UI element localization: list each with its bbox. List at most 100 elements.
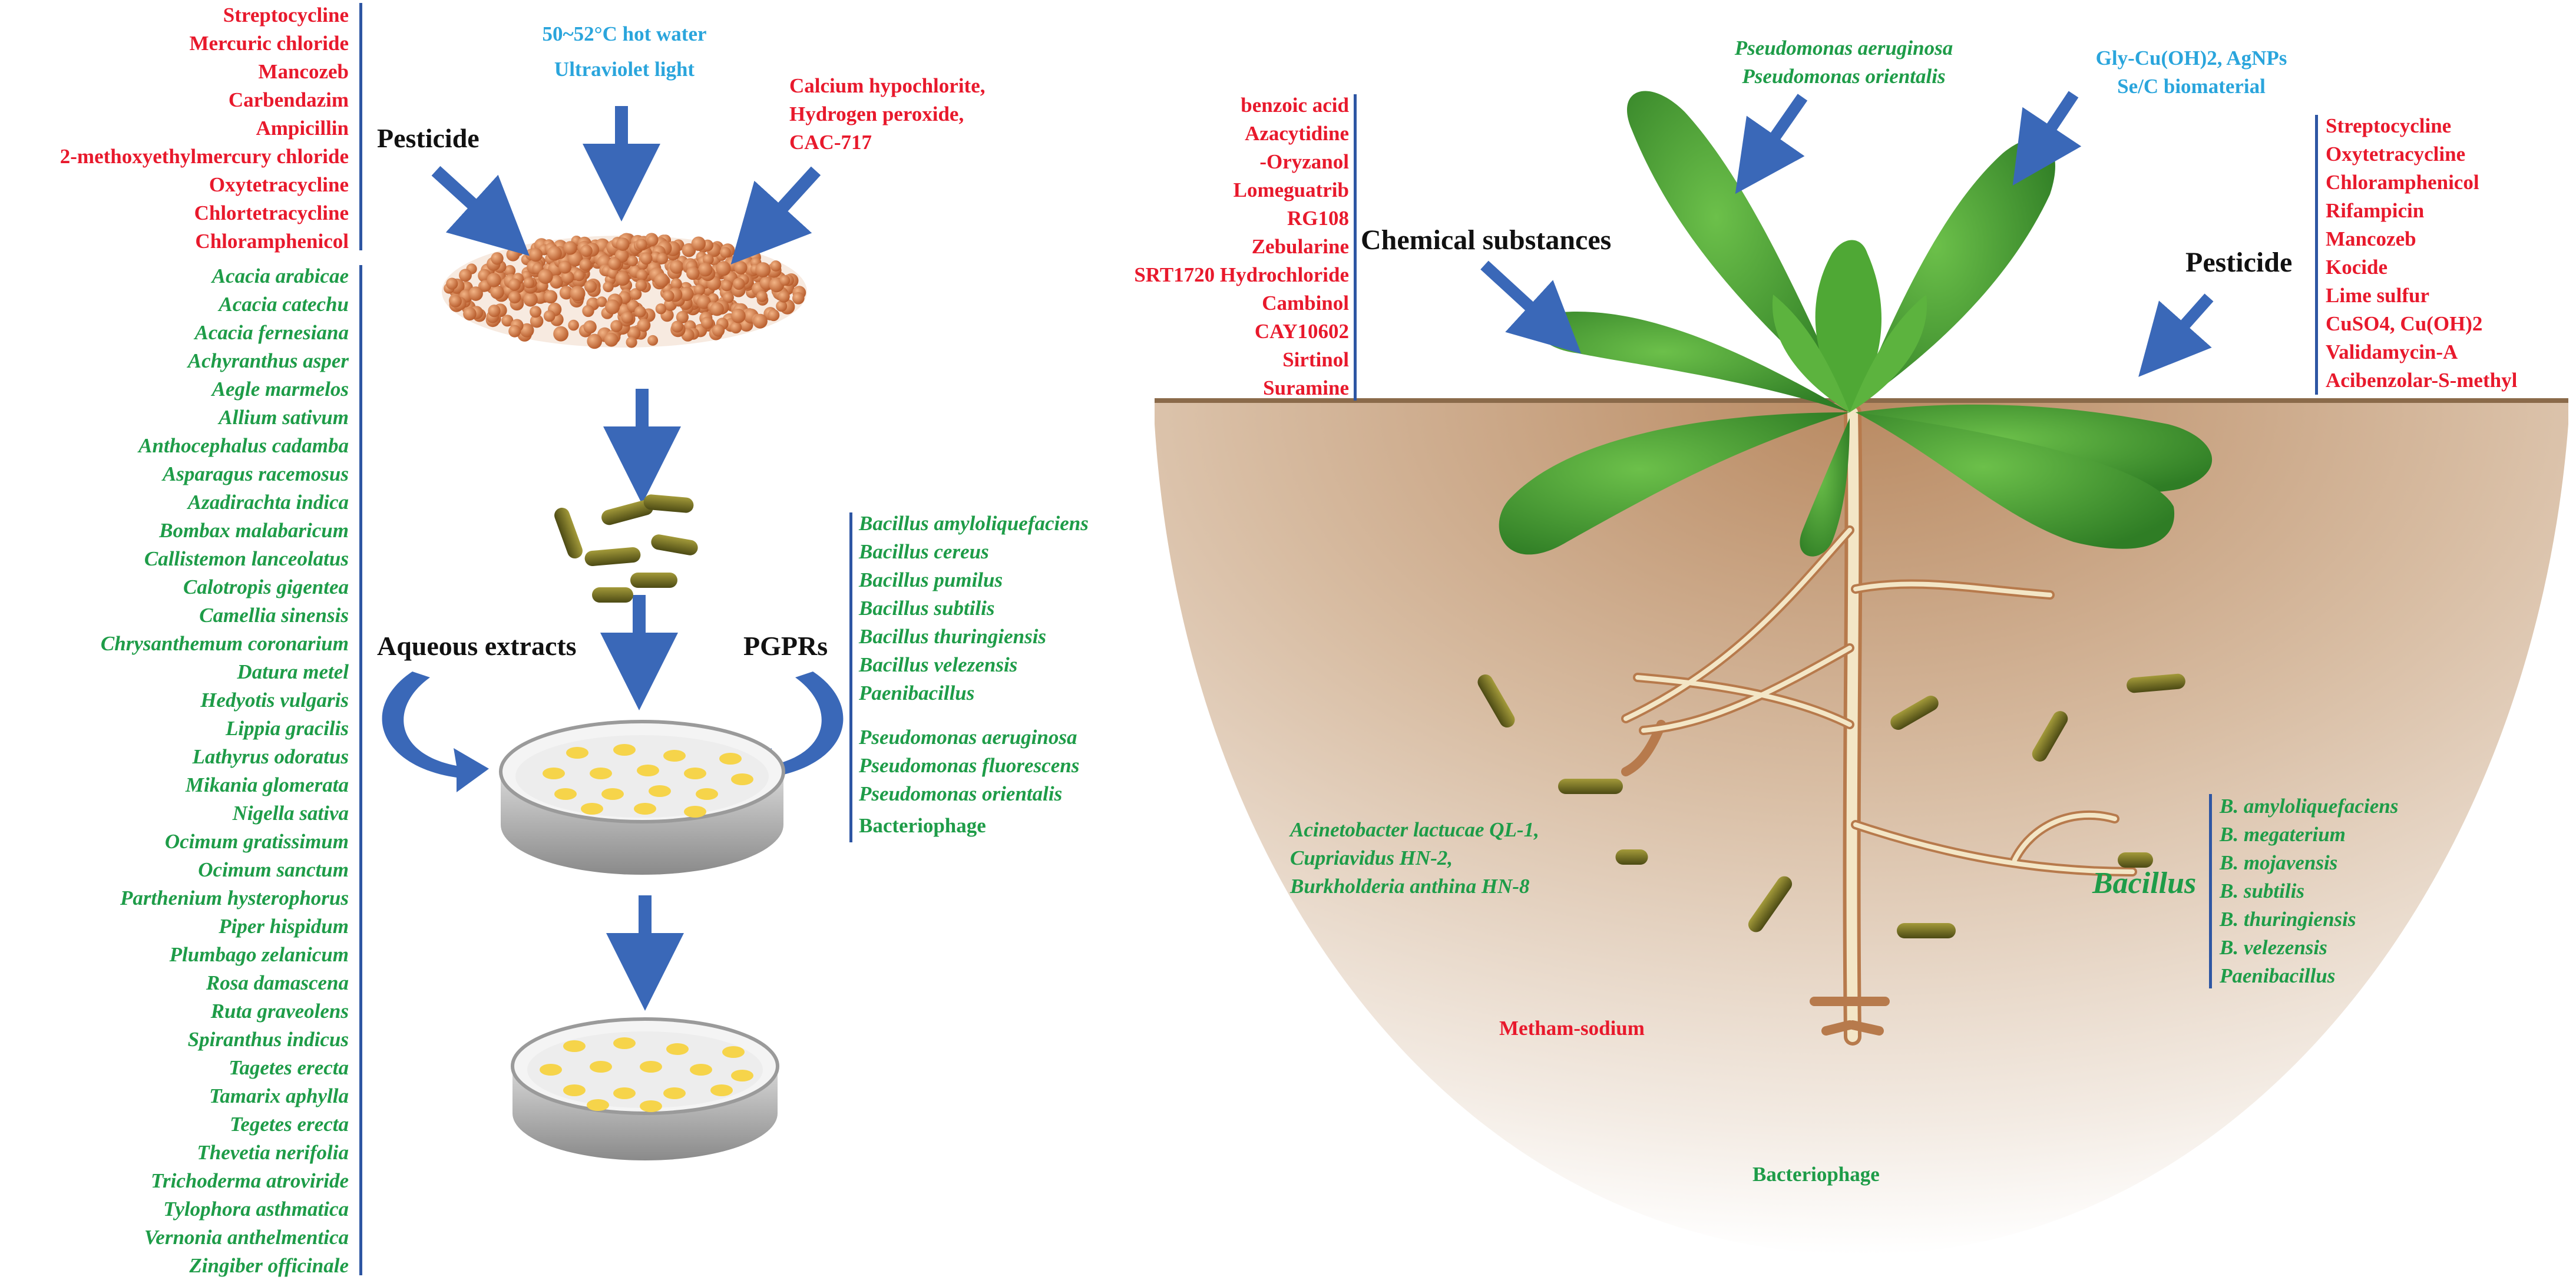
seed — [530, 314, 544, 328]
colony — [543, 768, 565, 779]
seed — [663, 290, 674, 302]
colony — [566, 747, 588, 759]
colony — [640, 1100, 662, 1112]
list-item: Lippia gracilis — [225, 717, 349, 740]
seed — [547, 246, 562, 261]
list-item: Trichoderma atroviride — [150, 1169, 349, 1192]
seed — [756, 290, 768, 302]
list-item: Se/C biomaterial — [2117, 75, 2266, 98]
list-item: Anthocephalus cadamba — [138, 434, 349, 457]
list-item: Zebularine — [1251, 235, 1349, 258]
seed — [561, 270, 574, 284]
seed — [669, 260, 684, 274]
list-item: Rifampicin — [2326, 199, 2425, 222]
list-item: Aegle marmelos — [211, 378, 349, 401]
seed — [459, 269, 472, 282]
pgpr-pseudomonas-list: Pseudomonas aeruginosa Pseudomonas fluor… — [859, 723, 1079, 808]
list-item: CAY10602 — [1254, 320, 1349, 343]
list-item: Pseudomonas aeruginosa — [859, 726, 1077, 749]
seed — [579, 258, 592, 271]
divider — [849, 512, 852, 842]
seed — [567, 251, 583, 267]
bacterium — [2127, 673, 2185, 693]
colony — [666, 1043, 689, 1055]
list-item: Oxytetracycline — [209, 173, 349, 196]
colony — [563, 1084, 586, 1096]
bacterium — [592, 587, 633, 603]
seed — [508, 278, 521, 291]
bacterium — [643, 494, 694, 513]
seed — [583, 320, 597, 334]
list-item: Acacia arabicae — [211, 264, 349, 287]
bacterium — [1477, 674, 1515, 728]
right-bacteriophage: Bacteriophage — [1752, 1163, 1880, 1186]
seed — [671, 320, 683, 333]
list-item: Bombax malabaricum — [159, 519, 349, 542]
seed — [587, 333, 602, 349]
bacillus-label: Bacillus — [2092, 866, 2197, 900]
list-item: Pseudomonas fluorescens — [859, 754, 1080, 777]
seed — [487, 273, 501, 287]
list-item: Oxytetracycline — [2326, 143, 2466, 166]
seed — [679, 286, 694, 301]
seed — [776, 300, 788, 312]
seed — [626, 336, 637, 348]
list-item: Cambinol — [1262, 292, 1349, 315]
seed — [508, 325, 521, 338]
soil-bacteria — [1477, 673, 2185, 938]
list-item: CAC-717 — [789, 131, 872, 154]
seed — [538, 269, 553, 284]
list-item: 50~52°C hot water — [542, 22, 707, 45]
pgpr-label: PGPRs — [743, 631, 828, 661]
seed — [778, 290, 790, 303]
seed-pesticide-list: Streptocycline Mercuric chloride Mancoze… — [0, 1, 349, 256]
foliar-bacteria-list: Pseudomonas aeruginosa Pseudomonas orien… — [1708, 34, 1979, 91]
seed — [731, 308, 746, 323]
seed — [686, 266, 700, 280]
seed — [615, 271, 630, 286]
list-item: Gly-Cu(OH)2, AgNPs — [2095, 47, 2287, 70]
bacterium — [1897, 923, 1956, 938]
seed — [647, 235, 659, 246]
colony — [540, 1064, 562, 1076]
list-item: Chloramphenicol — [2326, 171, 2479, 194]
list-item: Kocide — [2326, 256, 2387, 279]
seed — [734, 261, 748, 274]
list-item: Camellia sinensis — [199, 604, 349, 627]
divider — [2315, 115, 2318, 395]
chemical-substances-label: Chemical substances — [1361, 224, 1612, 256]
bacterium — [554, 507, 583, 559]
seed — [491, 252, 504, 265]
bacterium — [1890, 696, 1939, 730]
list-item: Bacillus subtilis — [859, 597, 995, 620]
seed — [608, 257, 621, 270]
bacterium — [584, 547, 641, 567]
colony — [554, 788, 577, 800]
seed — [446, 277, 458, 290]
list-item: Burkholderia anthina HN-8 — [1290, 875, 1530, 898]
seed — [449, 295, 462, 307]
list-item: 2-methoxyethylmercury chloride — [59, 145, 349, 168]
colony — [731, 1070, 753, 1081]
seed — [550, 275, 563, 289]
bacterium — [2118, 852, 2153, 868]
colony — [684, 806, 706, 818]
list-item: Tamarix aphylla — [209, 1084, 349, 1107]
list-item: Zingiber officinale — [189, 1254, 349, 1277]
seed — [553, 326, 568, 342]
list-item: Tagetes erecta — [229, 1056, 349, 1079]
colony — [613, 1037, 636, 1049]
list-item: Ocimum gratissimum — [164, 830, 349, 853]
seed-pesticide-label: Pesticide — [377, 123, 480, 153]
seed — [712, 324, 725, 337]
right-pesticide-list: Streptocycline Oxytetracycline Chloramph… — [2326, 112, 2517, 395]
list-item: B. mojavensis — [2220, 851, 2338, 874]
seed — [468, 286, 483, 301]
aqueous-extracts-label: Aqueous extracts — [377, 631, 577, 661]
seed — [627, 255, 638, 267]
seed — [530, 306, 542, 318]
list-item: Lomeguatrib — [1233, 178, 1349, 201]
seed — [520, 323, 534, 338]
list-item: Acacia catechu — [219, 293, 349, 316]
